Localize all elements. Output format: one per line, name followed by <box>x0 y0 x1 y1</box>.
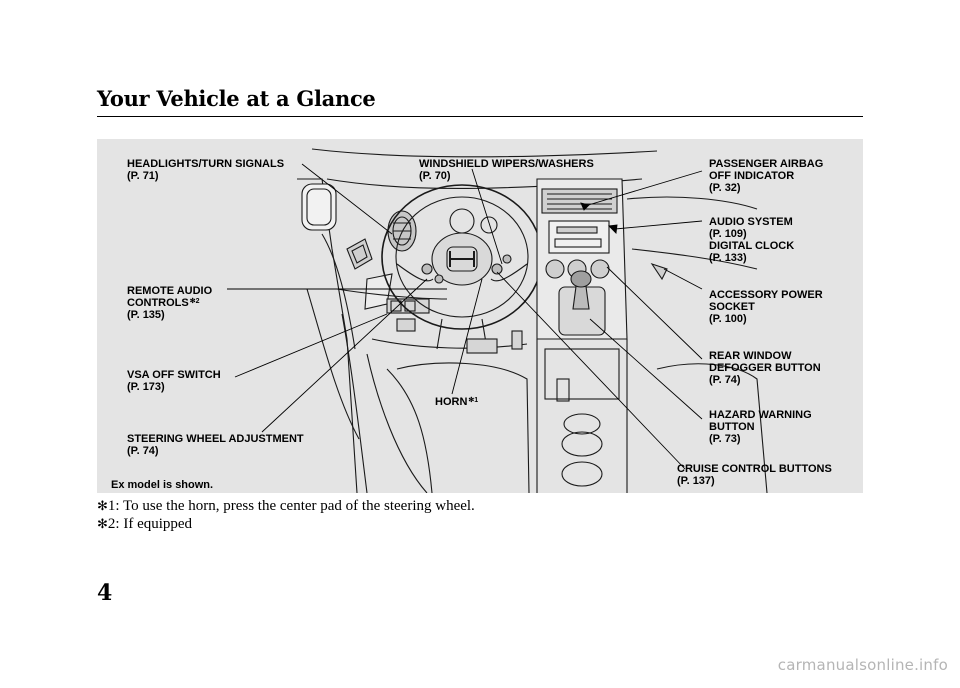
callout-power-socket: ACCESSORY POWER SOCKET (P. 100) <box>709 289 823 325</box>
dashboard-illustration: HEADLIGHTS/TURN SIGNALS (P. 71) REMOTE A… <box>97 139 863 493</box>
callout-steering-adjustment: STEERING WHEEL ADJUSTMENT (P. 74) <box>127 433 304 457</box>
title-divider <box>97 116 863 117</box>
callout-headlights: HEADLIGHTS/TURN SIGNALS (P. 71) <box>127 158 285 182</box>
callout-remote-audio: REMOTE AUDIO CONTROLS✻2 (P. 135) <box>127 285 213 321</box>
callout-hazard-warning: HAZARD WARNING BUTTON (P. 73) <box>709 409 812 445</box>
footnote-asterisk: ✻ <box>97 517 108 532</box>
footnote-asterisk: ✻ <box>97 499 108 514</box>
callout-cruise-control: CRUISE CONTROL BUTTONS (P. 137) <box>677 463 832 487</box>
watermark[interactable]: carmanualsonline.info <box>777 656 948 674</box>
footnote-mark-2: ✻2 <box>189 298 200 305</box>
footnote-1: ✻1: To use the horn, press the center pa… <box>97 498 475 514</box>
callout-rear-defogger: REAR WINDOW DEFOGGER BUTTON (P. 74) <box>709 350 821 386</box>
dashboard-drawing <box>297 148 768 493</box>
footnote-2: ✻2: If equipped <box>97 516 193 532</box>
callout-airbag-indicator: PASSENGER AIRBAG OFF INDICATOR (P. 32) <box>709 158 824 194</box>
page-number: 4 <box>97 580 113 606</box>
callout-audio-system: AUDIO SYSTEM (P. 109) DIGITAL CLOCK (P. … <box>709 216 795 264</box>
leader-lines <box>227 163 703 470</box>
page-title: Your Vehicle at a Glance <box>97 86 376 111</box>
callout-horn: HORN✻1 <box>435 396 479 408</box>
callout-vsa-off-switch: VSA OFF SWITCH (P. 173) <box>127 369 221 393</box>
footnote-mark-1: ✻1 <box>468 397 479 404</box>
figure-caption: Ex model is shown. <box>111 479 214 491</box>
callout-wipers: WINDSHIELD WIPERS/WASHERS (P. 70) <box>419 158 594 182</box>
